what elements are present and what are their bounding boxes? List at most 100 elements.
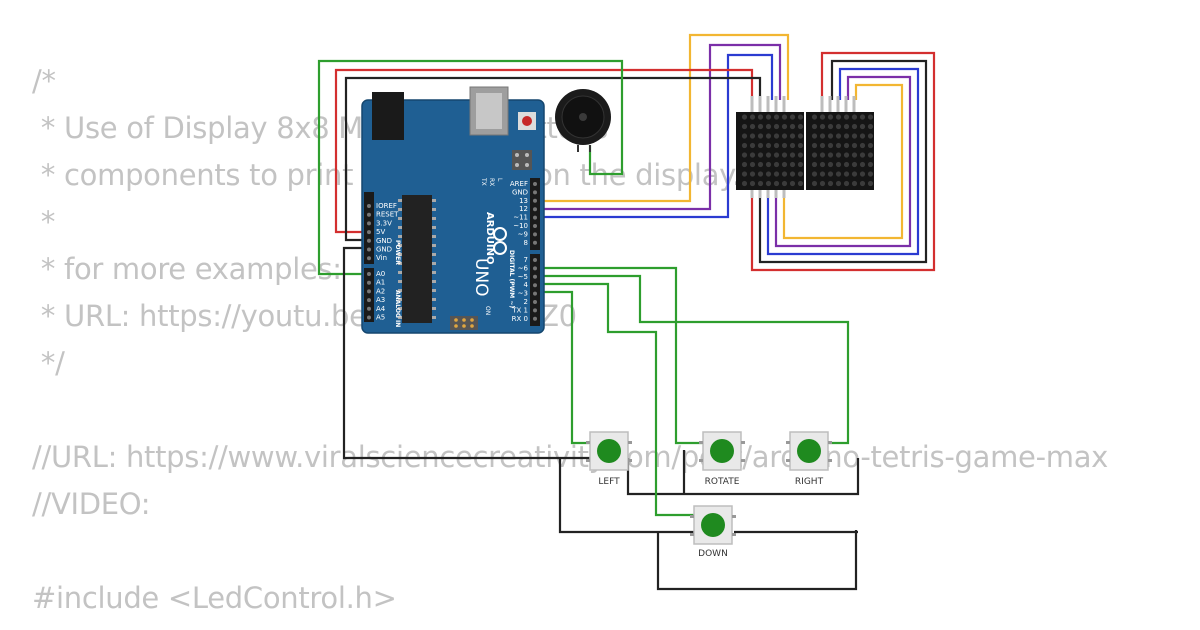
led-dot [797, 142, 804, 149]
header-pin-hole[interactable] [367, 238, 371, 243]
wire-gnd-black[interactable] [344, 76, 762, 242]
wire-5v-red[interactable] [334, 68, 754, 234]
header-pin-hole[interactable] [533, 182, 537, 186]
header-pin-hole[interactable] [533, 215, 537, 220]
pin-label: 4 [524, 281, 529, 289]
wire-pin13-orange[interactable] [536, 33, 790, 203]
header-pin-hole[interactable] [533, 232, 537, 237]
pin-label: A4 [376, 305, 386, 313]
led-dot [835, 114, 842, 120]
header-pin-hole[interactable] [367, 256, 371, 261]
button-left[interactable]: LEFT [586, 431, 632, 487]
led-dot [819, 133, 826, 139]
led-dot [773, 114, 780, 120]
led-dot [851, 171, 858, 177]
wire-pin5-rotate[interactable] [536, 266, 704, 445]
atmega-chip [402, 195, 432, 323]
button-right[interactable]: RIGHT [786, 431, 832, 487]
buzzer[interactable] [555, 89, 611, 152]
wire-pin12-purple[interactable] [536, 43, 782, 211]
wire-matrix-black-loop[interactable] [758, 59, 928, 264]
pin-label: 5V [376, 228, 385, 236]
pin-label: 3.3V [376, 219, 392, 227]
header-pin-hole[interactable] [367, 247, 371, 252]
led-dot [827, 123, 834, 130]
pin-label: 2 [524, 298, 528, 306]
header-pin-hole[interactable] [533, 224, 537, 228]
header-pin-hole[interactable] [367, 204, 371, 208]
led-matrix-pins [750, 96, 856, 198]
led-dot [749, 171, 756, 177]
wire-pin3-down[interactable] [536, 282, 696, 517]
led-dot [789, 171, 796, 177]
led-dot [811, 161, 818, 168]
header-pin-hole[interactable] [533, 198, 537, 203]
wire-pin4-right[interactable] [536, 274, 850, 445]
header-pin-hole[interactable] [533, 190, 537, 195]
led-dot [765, 114, 772, 120]
wire-pin2-left[interactable] [536, 290, 592, 445]
led-dot [749, 114, 756, 120]
pin-label: A2 [376, 287, 385, 295]
led-dot [789, 161, 796, 168]
header-pin-hole[interactable] [533, 308, 537, 313]
led-matrix-display[interactable] [736, 96, 874, 198]
led-matrix-dots [741, 114, 874, 187]
led-dot [741, 133, 748, 139]
led-dot [843, 114, 850, 120]
led-dot [851, 180, 858, 187]
led-dot [789, 142, 796, 149]
led-dot [741, 114, 748, 120]
header-pin-hole[interactable] [367, 298, 371, 303]
wire-pin11-blue[interactable] [536, 53, 774, 219]
wire-matrix-blue-loop[interactable] [766, 67, 920, 256]
led-dot [867, 123, 874, 130]
header-pin-hole[interactable] [533, 316, 537, 321]
header-pin-hole[interactable] [533, 274, 537, 279]
wire-matrix-red-loop[interactable] [750, 51, 936, 272]
header-pin-hole[interactable] [533, 283, 537, 288]
pin-label: 8 [524, 239, 528, 247]
header-pin-hole[interactable] [367, 230, 371, 235]
header-pin-hole[interactable] [367, 315, 371, 320]
header-pin-hole[interactable] [533, 291, 537, 296]
button-down[interactable]: DOWN [690, 505, 736, 559]
header-pin-hole[interactable] [533, 266, 537, 271]
code-line: * [32, 205, 56, 239]
pin-label: ~6 [518, 264, 529, 272]
icsp-header-bottom [450, 316, 478, 330]
header-pin-hole[interactable] [367, 221, 371, 226]
led-dot [797, 123, 804, 130]
wire-matrix-purple-loop[interactable] [774, 75, 912, 248]
header-pin-hole[interactable] [367, 289, 371, 294]
header-pin-hole[interactable] [367, 306, 371, 311]
led-dot [773, 161, 780, 168]
header-pin-hole[interactable] [533, 240, 537, 245]
header-pin-hole[interactable] [367, 272, 371, 276]
led-dot [867, 114, 874, 120]
header-pin-hole[interactable] [533, 207, 537, 212]
led-dot [781, 133, 788, 139]
wire-buzzer-green[interactable] [317, 59, 624, 276]
led-dot [819, 123, 826, 130]
led-dot [843, 123, 850, 130]
pin-label: A1 [376, 279, 385, 287]
led-dot [835, 123, 842, 130]
button-rotate[interactable]: ROTATE [699, 431, 745, 487]
led-dot [757, 133, 764, 139]
led-dot [819, 180, 826, 187]
header-pin-hole[interactable] [533, 258, 537, 262]
header-pin-hole[interactable] [367, 280, 371, 285]
wire-matrix-orange-loop[interactable] [782, 83, 904, 240]
led-dot [773, 171, 780, 177]
header-pin-hole[interactable] [367, 212, 371, 217]
header-pin-hole[interactable] [533, 300, 537, 304]
pin-label: ~3 [518, 290, 528, 298]
power-header [364, 192, 374, 264]
led-dot [765, 171, 772, 177]
wire-gnd-buttons[interactable] [342, 246, 590, 460]
